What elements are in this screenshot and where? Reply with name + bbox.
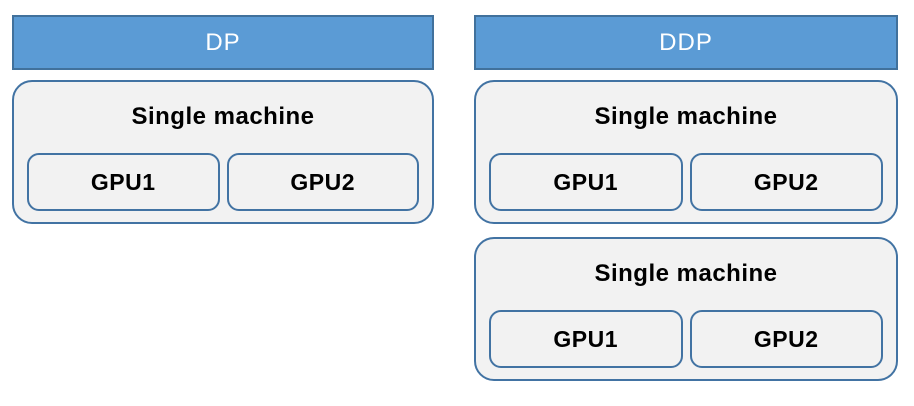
ddp-machine-box-1: Single machine GPU1 GPU2 xyxy=(474,80,898,224)
dp-header: DP xyxy=(12,15,434,70)
dp-machine-box: Single machine GPU1 GPU2 xyxy=(12,80,434,224)
ddp-header: DDP xyxy=(474,15,898,70)
ddp-header-label: DDP xyxy=(659,28,713,56)
machine-title: Single machine xyxy=(594,103,778,130)
machine-title: Single machine xyxy=(131,103,315,130)
gpu2-box: GPU2 xyxy=(689,153,883,211)
gpu2-box: GPU2 xyxy=(226,153,419,211)
ddp-column: DDP Single machine GPU1 GPU2 Single mach… xyxy=(474,15,898,394)
machine-title: Single machine xyxy=(594,260,778,287)
ddp-machine-box-2: Single machine GPU1 GPU2 xyxy=(474,237,898,381)
gpu-row: GPU1 GPU2 xyxy=(14,153,432,211)
gpu1-box: GPU1 xyxy=(489,153,683,211)
dp-header-label: DP xyxy=(205,28,241,56)
gpu-row: GPU1 GPU2 xyxy=(476,310,896,368)
gpu-row: GPU1 GPU2 xyxy=(476,153,896,211)
gpu1-box: GPU1 xyxy=(489,310,683,368)
gpu2-box: GPU2 xyxy=(689,310,883,368)
dp-column: DP Single machine GPU1 GPU2 xyxy=(12,15,434,237)
gpu1-box: GPU1 xyxy=(27,153,220,211)
